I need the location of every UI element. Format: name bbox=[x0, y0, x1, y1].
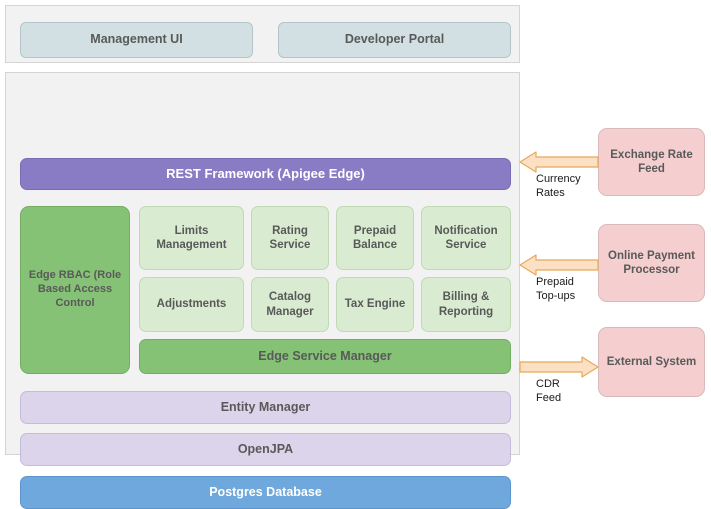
node-prepaid-balance[interactable]: Prepaid Balance bbox=[336, 206, 414, 270]
node-rating-service[interactable]: Rating Service bbox=[251, 206, 329, 270]
node-edge-rbac[interactable]: Edge RBAC (Role Based Access Control bbox=[20, 206, 130, 374]
arrow-left-prepaid-topups bbox=[519, 253, 599, 277]
node-label: Tax Engine bbox=[344, 298, 406, 311]
node-label: External System bbox=[606, 355, 697, 368]
node-tax-engine[interactable]: Tax Engine bbox=[336, 277, 414, 332]
node-label: Developer Portal bbox=[344, 32, 445, 47]
arrow-right-cdr-feed bbox=[519, 355, 599, 379]
arrow-label-prepaid-topups: Prepaid Top-ups bbox=[536, 276, 576, 302]
node-label: Management UI bbox=[90, 32, 183, 47]
node-label: Entity Manager bbox=[220, 399, 311, 414]
node-adjustments[interactable]: Adjustments bbox=[139, 277, 244, 332]
node-external-system[interactable]: External System bbox=[598, 327, 705, 397]
node-limits-management[interactable]: Limits Management bbox=[139, 206, 244, 270]
node-label: Billing & Reporting bbox=[438, 291, 494, 318]
node-label: Prepaid Balance bbox=[352, 224, 398, 251]
node-label: Adjustments bbox=[156, 298, 227, 311]
node-postgres-database[interactable]: Postgres Database bbox=[20, 476, 511, 509]
node-notification-service[interactable]: Notification Service bbox=[421, 206, 511, 270]
diagram-canvas: Management UI Developer Portal REST Fram… bbox=[5, 5, 705, 509]
node-label: Notification Service bbox=[434, 224, 498, 251]
node-billing-reporting[interactable]: Billing & Reporting bbox=[421, 277, 511, 332]
node-catalog-manager[interactable]: Catalog Manager bbox=[251, 277, 329, 332]
node-label: Limits Management bbox=[156, 224, 227, 251]
node-label: Rating Service bbox=[269, 224, 311, 251]
node-label: Online Payment Processor bbox=[608, 249, 695, 276]
node-label: Catalog Manager bbox=[266, 291, 314, 318]
node-label: Exchange Rate Feed bbox=[610, 148, 693, 175]
node-entity-manager[interactable]: Entity Manager bbox=[20, 391, 511, 424]
node-openjpa[interactable]: OpenJPA bbox=[20, 433, 511, 466]
node-developer-portal[interactable]: Developer Portal bbox=[278, 22, 511, 58]
arrow-label-cdr-feed: CDR Feed bbox=[536, 378, 562, 404]
node-rest-framework[interactable]: REST Framework (Apigee Edge) bbox=[20, 158, 511, 190]
node-label: OpenJPA bbox=[237, 441, 294, 456]
node-label: Edge Service Manager bbox=[258, 348, 392, 363]
node-label: Edge RBAC (Role Based Access Control bbox=[28, 269, 122, 309]
client-layer-panel: Management UI Developer Portal bbox=[5, 5, 520, 63]
platform-panel: REST Framework (Apigee Edge) Edge RBAC (… bbox=[5, 72, 520, 509]
arrow-label-currency-rates: Currency Rates bbox=[536, 173, 581, 199]
node-management-ui[interactable]: Management UI bbox=[20, 22, 253, 58]
node-label: Postgres Database bbox=[209, 484, 322, 499]
arrow-left-currency-rates bbox=[519, 150, 599, 174]
node-exchange-rate-feed[interactable]: Exchange Rate Feed bbox=[598, 128, 705, 196]
node-label: REST Framework (Apigee Edge) bbox=[166, 165, 365, 181]
node-edge-service-manager[interactable]: Edge Service Manager bbox=[139, 339, 511, 374]
node-online-payment-processor[interactable]: Online Payment Processor bbox=[598, 224, 705, 302]
